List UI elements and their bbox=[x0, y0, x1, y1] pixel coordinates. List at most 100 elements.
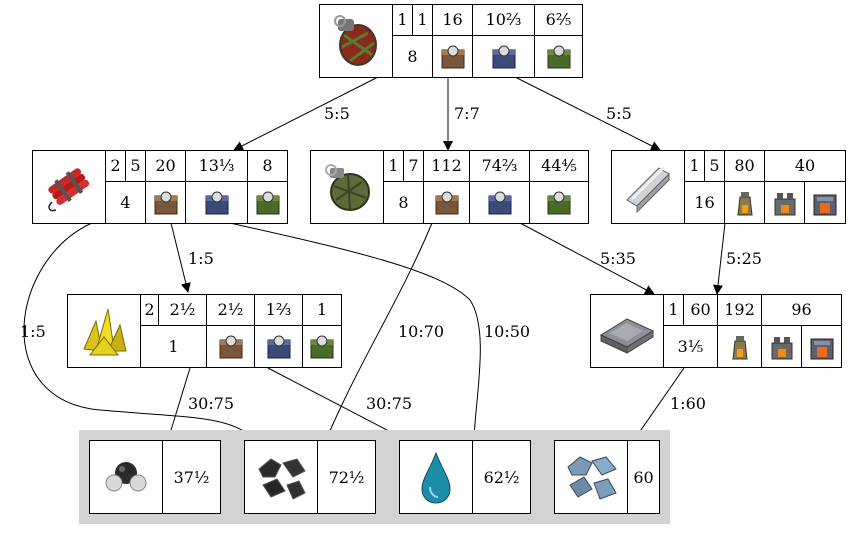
water-drop-icon bbox=[400, 441, 472, 513]
raw-coal[interactable]: 72¹⁄₂ bbox=[244, 440, 376, 514]
green-chest-assembler-icon bbox=[302, 325, 341, 367]
stat-cell: 1 bbox=[302, 295, 341, 325]
edge-label: 30:75 bbox=[366, 394, 413, 413]
edge-label: 1:5 bbox=[20, 322, 46, 341]
blue-chest-assembler-icon bbox=[185, 181, 247, 223]
wooden-chest-assembler-icon bbox=[145, 181, 185, 223]
edge-steel-to-iron bbox=[713, 222, 726, 295]
stat-cell: 5 bbox=[125, 151, 145, 181]
green-chest-assembler-icon bbox=[534, 35, 582, 77]
steel-beam-icon bbox=[612, 151, 684, 223]
stat-cell: 20 bbox=[145, 151, 185, 181]
stat-cell: 44⁴⁄₅ bbox=[529, 151, 588, 181]
edge-sulfur-to-water bbox=[267, 367, 407, 441]
count-cell: 8 bbox=[383, 181, 423, 223]
edge-sulfur-to-gas bbox=[165, 367, 191, 441]
node-grenade[interactable]: 1 7 112 74²⁄₃ 44⁴⁄₅ 8 bbox=[310, 150, 589, 224]
wooden-chest-assembler-icon bbox=[206, 325, 254, 367]
stat-cell: 2¹⁄₂ bbox=[158, 295, 206, 325]
stone-furnace-icon bbox=[717, 325, 761, 367]
stat-cell: 80 bbox=[724, 151, 764, 181]
raw-petroleum-gas[interactable]: 37¹⁄₂ bbox=[89, 440, 221, 514]
stat-cell: 10²⁄₃ bbox=[472, 5, 534, 35]
wooden-chest-assembler-icon bbox=[432, 35, 472, 77]
coal-icon bbox=[245, 441, 317, 513]
cluster-grenade-icon bbox=[320, 5, 392, 77]
edge-cluster-to-steel bbox=[514, 76, 661, 151]
node-steel[interactable]: 1 5 80 40 16 bbox=[611, 150, 846, 224]
stat-cell: 1 bbox=[663, 295, 683, 325]
edge-explosives-to-water bbox=[229, 222, 481, 441]
edge-grenade-to-coal bbox=[324, 222, 433, 441]
node-explosives[interactable]: 2 5 20 13¹⁄₃ 8 4 bbox=[32, 150, 288, 224]
edge-label: 10:50 bbox=[484, 322, 531, 341]
petroleum-gas-icon bbox=[90, 441, 162, 513]
stat-cell: 1 bbox=[383, 151, 403, 181]
edge-grenade-to-iron bbox=[519, 222, 655, 295]
edge-label: 5:25 bbox=[726, 249, 762, 268]
stat-cell: 2¹⁄₂ bbox=[206, 295, 254, 325]
stat-cell: 40 bbox=[764, 151, 845, 181]
grenade-icon bbox=[311, 151, 383, 223]
steel-furnace-icon bbox=[764, 181, 804, 223]
stat-cell: 2 bbox=[105, 151, 125, 181]
stat-cell: 96 bbox=[761, 295, 841, 325]
edge-label: 30:75 bbox=[188, 394, 235, 413]
stone-furnace-icon bbox=[724, 181, 764, 223]
count-cell: 16 bbox=[684, 181, 724, 223]
steel-furnace-icon bbox=[761, 325, 801, 367]
stat-cell: 112 bbox=[423, 151, 469, 181]
count-cell: 3¹⁄₅ bbox=[663, 325, 717, 367]
edge-label: 7:7 bbox=[454, 104, 480, 123]
edge-iron-to-ore bbox=[633, 367, 685, 441]
count-cell: 8 bbox=[392, 35, 432, 77]
raw-value: 72¹⁄₂ bbox=[317, 441, 375, 513]
stat-cell: 6²⁄₅ bbox=[534, 5, 582, 35]
edge-explosives-to-sulfur bbox=[170, 222, 191, 293]
node-cluster-grenade[interactable]: 1 1 16 10²⁄₃ 6²⁄₅ 8 bbox=[319, 4, 583, 78]
count-cell: 1 bbox=[140, 325, 206, 367]
blue-chest-assembler-icon bbox=[472, 35, 534, 77]
electric-furnace-icon bbox=[801, 325, 841, 367]
iron-plate-icon bbox=[591, 295, 663, 367]
edge-label: 5:5 bbox=[324, 104, 350, 123]
node-sulfur[interactable]: 2 2¹⁄₂ 2¹⁄₂ 1²⁄₃ 1 1 bbox=[67, 294, 342, 368]
stat-cell: 1 bbox=[412, 5, 432, 35]
blue-chest-assembler-icon bbox=[254, 325, 302, 367]
edge-cluster-to-explosives bbox=[233, 76, 379, 151]
iron-ore-icon bbox=[555, 441, 627, 513]
edge-label: 1:60 bbox=[670, 394, 706, 413]
stat-cell: 1 bbox=[684, 151, 704, 181]
raw-value: 60 bbox=[627, 441, 659, 513]
green-chest-assembler-icon bbox=[247, 181, 287, 223]
node-iron-plate[interactable]: 1 60 192 96 3¹⁄₅ bbox=[590, 294, 842, 368]
stat-cell: 2 bbox=[140, 295, 158, 325]
edge-explosives-to-coal bbox=[23, 222, 256, 441]
stat-cell: 1²⁄₃ bbox=[254, 295, 302, 325]
dynamite-icon bbox=[33, 151, 105, 223]
edge-label: 10:70 bbox=[398, 322, 445, 341]
raw-water[interactable]: 62¹⁄₂ bbox=[399, 440, 531, 514]
stat-cell: 192 bbox=[717, 295, 761, 325]
raw-value: 62¹⁄₂ bbox=[472, 441, 530, 513]
edge-label: 1:5 bbox=[188, 249, 214, 268]
green-chest-assembler-icon bbox=[529, 181, 588, 223]
sulfur-crystal-icon bbox=[68, 295, 140, 367]
stat-cell: 60 bbox=[683, 295, 717, 325]
stat-cell: 16 bbox=[432, 5, 472, 35]
stat-cell: 13¹⁄₃ bbox=[185, 151, 247, 181]
stat-cell: 74²⁄₃ bbox=[469, 151, 529, 181]
blue-chest-assembler-icon bbox=[469, 181, 529, 223]
edge-label: 5:35 bbox=[600, 249, 636, 268]
wooden-chest-assembler-icon bbox=[423, 181, 469, 223]
stat-cell: 5 bbox=[704, 151, 724, 181]
stat-cell: 8 bbox=[247, 151, 287, 181]
stat-cell: 7 bbox=[403, 151, 423, 181]
raw-value: 37¹⁄₂ bbox=[162, 441, 220, 513]
count-cell: 4 bbox=[105, 181, 145, 223]
raw-iron-ore[interactable]: 60 bbox=[554, 440, 660, 514]
electric-furnace-icon bbox=[804, 181, 845, 223]
stat-cell: 1 bbox=[392, 5, 412, 35]
edge-label: 5:5 bbox=[606, 104, 632, 123]
